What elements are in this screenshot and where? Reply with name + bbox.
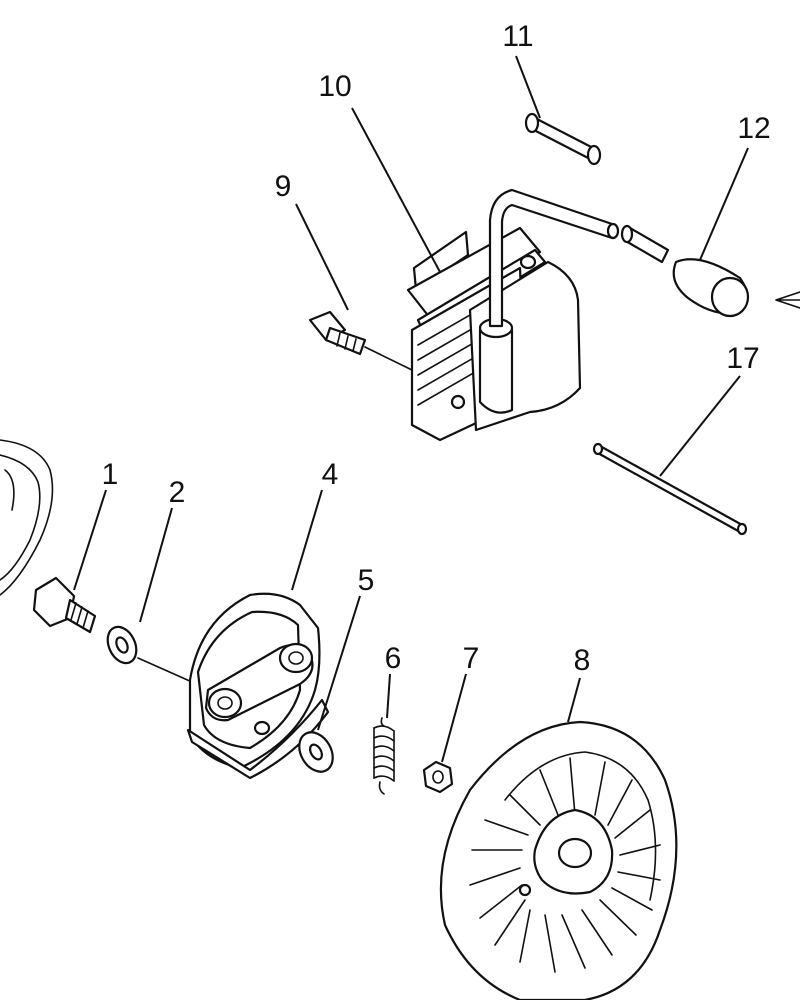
leader-5 xyxy=(317,595,361,731)
housing-partial xyxy=(0,439,54,596)
callout-11: 11 xyxy=(502,20,533,53)
part-1-bolt xyxy=(32,576,97,634)
part-5-washer xyxy=(298,731,334,773)
callout-2: 2 xyxy=(169,476,186,509)
leader-10 xyxy=(351,107,441,273)
leader-lines xyxy=(73,55,749,763)
callout-6: 6 xyxy=(385,642,402,675)
callout-8: 8 xyxy=(574,644,591,677)
callout-7: 7 xyxy=(463,642,480,675)
part-7-nut xyxy=(422,760,454,794)
leader-6 xyxy=(386,673,391,719)
part-8-flywheel xyxy=(439,720,678,1000)
part-10-ignition-module xyxy=(406,188,620,442)
callout-5: 5 xyxy=(358,564,375,597)
leader-17 xyxy=(659,375,741,477)
leader-11 xyxy=(515,55,541,119)
leader-12 xyxy=(699,147,749,261)
part-9-screw xyxy=(308,310,413,371)
callout-17: 17 xyxy=(726,342,759,375)
part-6-spring xyxy=(373,717,395,795)
part-11-sleeve xyxy=(524,112,602,166)
part-4-clutch-assembly xyxy=(186,592,330,780)
callout-10: 10 xyxy=(318,70,351,103)
part-12-spark-plug-boot xyxy=(620,224,800,318)
leader-7 xyxy=(441,673,467,763)
part-2-lock-washer xyxy=(106,625,193,683)
leader-8 xyxy=(567,677,581,723)
leader-4 xyxy=(291,489,323,591)
part-17-rod xyxy=(592,442,748,536)
leader-2 xyxy=(139,507,173,623)
leader-1 xyxy=(73,489,107,591)
callout-1: 1 xyxy=(102,458,119,491)
leader-9 xyxy=(295,203,349,311)
callout-labels: 1 2 4 5 6 7 8 9 10 11 12 17 xyxy=(102,20,771,677)
callout-9: 9 xyxy=(275,170,292,203)
callout-12: 12 xyxy=(737,112,770,145)
callout-4: 4 xyxy=(322,458,339,491)
